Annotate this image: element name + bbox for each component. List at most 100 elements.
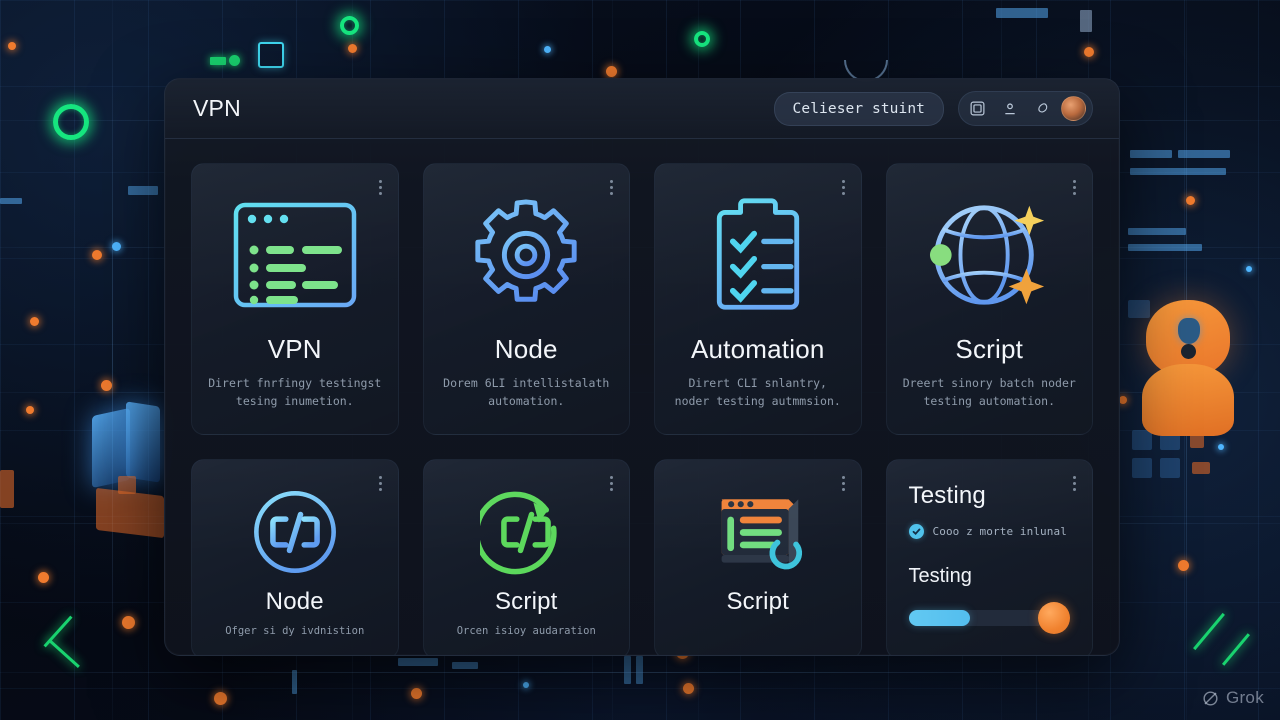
window-title: VPN [193, 95, 241, 121]
robot-body [1142, 364, 1234, 436]
titlebar-actions: Celieser stuint [773, 91, 1093, 126]
card-description: Dreert sinory batch noder testing automa… [902, 376, 1076, 408]
card-script-globe[interactable]: Script Dreert sinory batch noder testing… [885, 163, 1093, 435]
grok-logo-icon [1203, 690, 1218, 706]
bg-dot [8, 42, 16, 50]
bg-block [96, 487, 164, 539]
slider-label: Testing [908, 565, 972, 587]
node-glow-icon [53, 104, 89, 140]
card-node-code[interactable]: Node Ofger si dy ivdnistion [191, 459, 399, 655]
slider-control[interactable] [908, 602, 1070, 634]
checkbox-row[interactable]: Cooo z morte inlunal [908, 524, 1071, 539]
code-circle-icon [249, 484, 341, 580]
bg-chip [1178, 150, 1230, 158]
bg-dot [214, 692, 227, 705]
card-automation[interactable]: Automation Dirert CLI snlantry, noder te… [654, 163, 862, 435]
card-description: Dorem 6LI intellistalath automation. [443, 376, 610, 408]
card-menu-icon[interactable] [608, 178, 615, 197]
checkbox-label: Cooo z morte inlunal [932, 525, 1067, 538]
bg-vline [112, 0, 113, 720]
bg-dot [411, 688, 422, 699]
edit-pen-icon[interactable] [1029, 96, 1054, 121]
card-description: Orcen isioy audaration [456, 625, 596, 637]
bg-dot [122, 616, 135, 629]
card-vpn[interactable]: VPN Dirert fnrfingy testingst tesing inu… [191, 163, 399, 435]
bg-chip [636, 656, 643, 684]
user-icon[interactable] [997, 96, 1022, 121]
bg-chip [292, 670, 297, 694]
bg-dot [38, 572, 49, 583]
card-menu-icon[interactable] [840, 178, 847, 197]
bg-block [1132, 458, 1152, 478]
card-title: Script [494, 588, 558, 615]
bg-glow-panel [126, 401, 160, 483]
card-description: Ofger si dy ivdnistion [225, 625, 365, 637]
grok-watermark: Grok [1201, 688, 1264, 708]
app-window: VPN Celieser stuint [164, 78, 1120, 656]
bg-dot [1178, 560, 1189, 571]
card-title: Script [726, 588, 790, 615]
bg-chip [128, 186, 158, 195]
card-script-terminal[interactable]: Script [654, 459, 862, 655]
bg-chip [996, 8, 1048, 18]
bg-dot [26, 406, 34, 414]
card-testing-controls[interactable]: Testing Cooo z morte inlunal Testing [885, 459, 1093, 655]
card-description: Dirert CLI snlantry, noder testing autmm… [674, 376, 841, 408]
gear-icon [467, 190, 585, 320]
bg-chip [624, 656, 631, 684]
bg-dot [30, 317, 39, 326]
bg-dot [606, 66, 617, 77]
card-menu-icon[interactable] [1071, 178, 1078, 197]
card-script-refresh[interactable]: Script Orcen isioy audaration [422, 459, 630, 655]
node-glow-icon [694, 31, 710, 47]
bg-block [0, 470, 14, 508]
card-menu-icon[interactable] [608, 474, 615, 493]
bg-dot [1119, 396, 1127, 404]
slider-thumb[interactable] [1038, 602, 1070, 634]
bg-chip [1130, 150, 1172, 158]
window-titlebar: VPN Celieser stuint [165, 79, 1119, 139]
bg-dot [683, 683, 694, 694]
card-node-gear[interactable]: Node Dorem 6LI intellistalath automation… [422, 163, 630, 435]
bg-dot [544, 46, 551, 53]
bg-chip [0, 198, 22, 204]
card-title: Node [494, 334, 558, 364]
card-menu-icon[interactable] [377, 474, 384, 493]
node-glow-icon [340, 16, 359, 35]
card-title: Script [955, 334, 1024, 364]
user-avatar[interactable] [1061, 96, 1086, 121]
titlebar-icon-cluster [958, 91, 1093, 126]
card-menu-icon[interactable] [840, 474, 847, 493]
bg-dot [1218, 444, 1224, 450]
bg-dot [92, 250, 102, 260]
bg-dot [229, 55, 240, 66]
bg-block [118, 476, 136, 494]
bg-chip [1080, 10, 1092, 32]
code-refresh-icon [480, 484, 572, 580]
bg-chip [1128, 244, 1202, 251]
bg-dot [101, 380, 112, 391]
bg-dot [112, 242, 121, 251]
bg-chip [452, 662, 478, 669]
bg-dot [1084, 47, 1094, 57]
slider-fill [908, 610, 970, 626]
terminal-progress-icon [708, 484, 808, 580]
bg-block [1128, 300, 1150, 318]
bg-chip [398, 658, 438, 666]
bg-dot [523, 682, 529, 688]
cta-button[interactable]: Celieser stuint [773, 91, 944, 126]
bg-dot [348, 44, 357, 53]
robot-eye [1181, 344, 1196, 359]
bg-block [1192, 462, 1210, 474]
clipboard-check-icon [706, 190, 810, 320]
robot-eye [1178, 318, 1200, 344]
image-frame-icon[interactable] [965, 96, 990, 121]
bg-square-icon [258, 42, 284, 68]
globe-sparkle-icon [925, 190, 1053, 320]
bg-block [1160, 458, 1180, 478]
card-menu-icon[interactable] [1071, 474, 1078, 493]
check-circle-icon[interactable] [908, 524, 924, 539]
card-menu-icon[interactable] [377, 178, 384, 197]
card-grid: VPN Dirert fnrfingy testingst tesing inu… [165, 139, 1119, 655]
bg-dot [1186, 196, 1195, 205]
